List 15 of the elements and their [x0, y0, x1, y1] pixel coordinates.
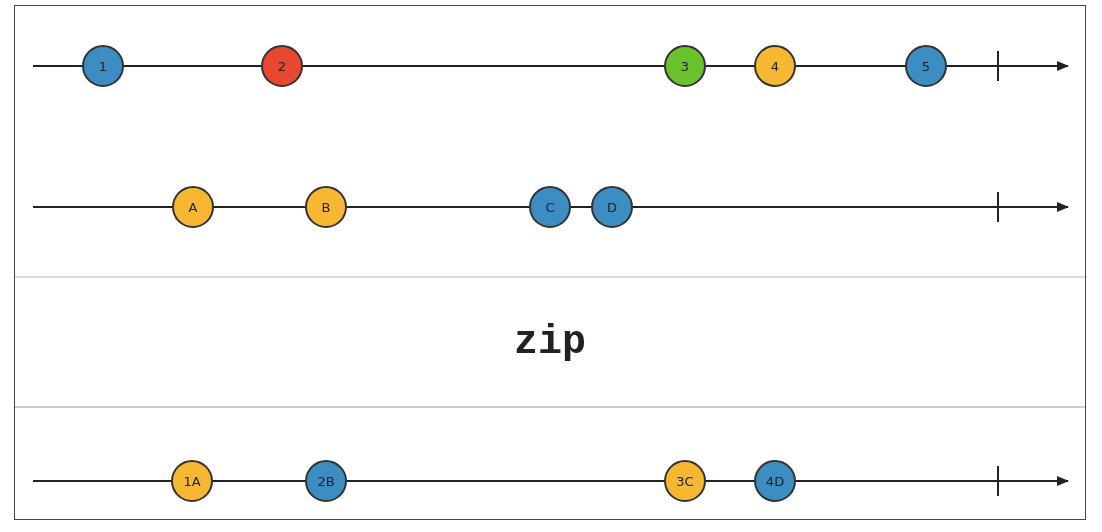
marble: A	[172, 186, 214, 228]
marble: 3C	[664, 460, 706, 502]
marble: 4	[754, 45, 796, 87]
marble: 2B	[305, 460, 347, 502]
marble: 4D	[754, 460, 796, 502]
marble: B	[305, 186, 347, 228]
marble: 1A	[171, 460, 213, 502]
marble: 2	[261, 45, 303, 87]
marble: C	[529, 186, 571, 228]
marble: D	[591, 186, 633, 228]
marble: 3	[664, 45, 706, 87]
marble: 1	[82, 45, 124, 87]
operator-name: zip	[514, 319, 586, 365]
operator-band	[15, 276, 1085, 408]
marble: 5	[905, 45, 947, 87]
